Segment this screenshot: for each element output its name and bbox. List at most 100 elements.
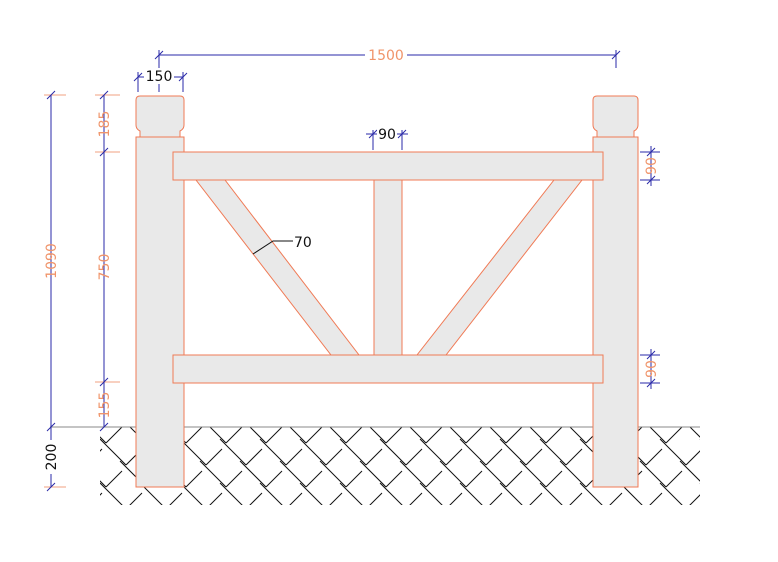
dim-label-overall-height: 1090: [44, 243, 60, 279]
hatch-stroke: [100, 436, 107, 444]
hatch-stroke: [100, 438, 127, 466]
hatch-stroke: [245, 448, 263, 466]
dim-label-post-width: 150: [146, 69, 173, 85]
hatch-stroke: [505, 470, 523, 488]
hatch-stroke: [319, 460, 347, 488]
hatch-stroke: [209, 427, 227, 444]
hatch-stroke: [379, 482, 403, 505]
dim-overall-height: 1090: [44, 90, 66, 432]
hatch-stroke: [299, 482, 323, 505]
hatch-stroke: [265, 470, 283, 488]
hatch-stroke: [129, 492, 143, 505]
hatch-stroke: [66, 471, 82, 487]
hatch-stroke: [359, 460, 387, 488]
hatch-stroke: [405, 448, 423, 466]
hatch-stroke: [525, 448, 543, 466]
hatch-stroke: [706, 427, 722, 443]
hatch-stroke: [659, 438, 687, 466]
hatch-stroke: [209, 492, 223, 505]
dim-center-post: 90: [366, 125, 408, 150]
hatch-stroke: [439, 460, 467, 488]
top-rail: [172, 151, 604, 181]
center-post: [373, 179, 403, 356]
hatch-stroke: [205, 448, 223, 466]
hatch-stroke: [489, 492, 503, 505]
hatch-stroke: [259, 482, 283, 505]
hatch-stroke: [649, 427, 667, 444]
dim-chain-left: 185 750 155: [95, 90, 120, 432]
hatch-stroke: [699, 439, 700, 440]
hatch-stroke: [239, 460, 267, 488]
hatch-stroke: [689, 494, 700, 505]
dim-label-bottom-gap: 155: [97, 392, 113, 419]
hatch-stroke: [100, 482, 123, 505]
hatch-stroke: [685, 450, 700, 466]
hatch-stroke: [609, 492, 623, 505]
hatch-stroke: [100, 480, 107, 488]
dim-label-brace: 70: [294, 235, 312, 251]
hatch-stroke: [746, 471, 762, 487]
hatch-stroke: [529, 492, 543, 505]
hatch-stroke: [219, 482, 243, 505]
dim-top-rail: 90: [640, 146, 660, 186]
hatch-stroke: [299, 438, 327, 466]
hatch-stroke: [445, 448, 463, 466]
hatch-stroke: [459, 438, 487, 466]
hatch-stroke: [289, 427, 307, 444]
hatch-stroke: [105, 427, 123, 444]
hatch-stroke: [259, 438, 287, 466]
right-post: [592, 95, 639, 488]
hatch-stroke: [425, 427, 443, 444]
dim-label-top-rail: 90: [644, 157, 660, 175]
hatch-stroke: [425, 470, 443, 488]
hatch-stroke: [225, 427, 243, 444]
hatch-stroke: [665, 427, 683, 444]
hatch-stroke: [60, 439, 86, 465]
hatch-stroke: [499, 482, 523, 505]
hatch-stroke: [449, 492, 463, 505]
hatch-stroke: [459, 482, 483, 505]
dim-embed-depth: 200: [40, 427, 66, 492]
hatch-stroke: [345, 470, 363, 488]
hatch-stroke: [489, 427, 507, 444]
bottom-rail: [172, 354, 604, 384]
hatch-stroke: [105, 470, 123, 488]
hatch-stroke: [559, 460, 587, 488]
left-post: [135, 95, 185, 488]
hatch-stroke: [565, 448, 583, 466]
dim-label-rail-span: 750: [97, 254, 113, 281]
hatch-stroke: [100, 448, 103, 452]
hatch-stroke: [689, 427, 700, 438]
hatch-stroke: [329, 427, 347, 444]
hatch-stroke: [449, 427, 467, 444]
dim-overall-width: 1500: [154, 46, 621, 92]
hatch-stroke: [329, 492, 343, 505]
hatch-stroke: [249, 492, 263, 505]
hatch-stroke: [665, 470, 683, 488]
hatch-stroke: [699, 483, 700, 484]
hatch-stroke: [746, 427, 762, 443]
hatch-stroke: [519, 460, 547, 488]
hatch-stroke: [285, 448, 303, 466]
hatch-stroke: [249, 427, 267, 444]
hatch-stroke: [545, 427, 563, 444]
hatch-stroke: [379, 438, 407, 466]
hatch-stroke: [409, 427, 427, 444]
hatch-stroke: [579, 482, 603, 505]
hatch-stroke: [219, 438, 247, 466]
hatch-stroke: [465, 470, 483, 488]
hatch-stroke: [185, 470, 203, 488]
dim-bottom-rail: 90: [640, 349, 660, 389]
hatch-stroke: [645, 448, 663, 466]
hatch-stroke: [569, 492, 583, 505]
hatch-stroke: [649, 492, 663, 505]
hatch-stroke: [385, 470, 403, 488]
hatch-stroke: [305, 427, 323, 444]
hatch-stroke: [465, 427, 483, 444]
hatch-stroke: [339, 482, 363, 505]
hatch-stroke: [720, 461, 746, 487]
hatch-stroke: [100, 492, 103, 496]
hatch-stroke: [569, 427, 587, 444]
hatch-stroke: [529, 427, 547, 444]
